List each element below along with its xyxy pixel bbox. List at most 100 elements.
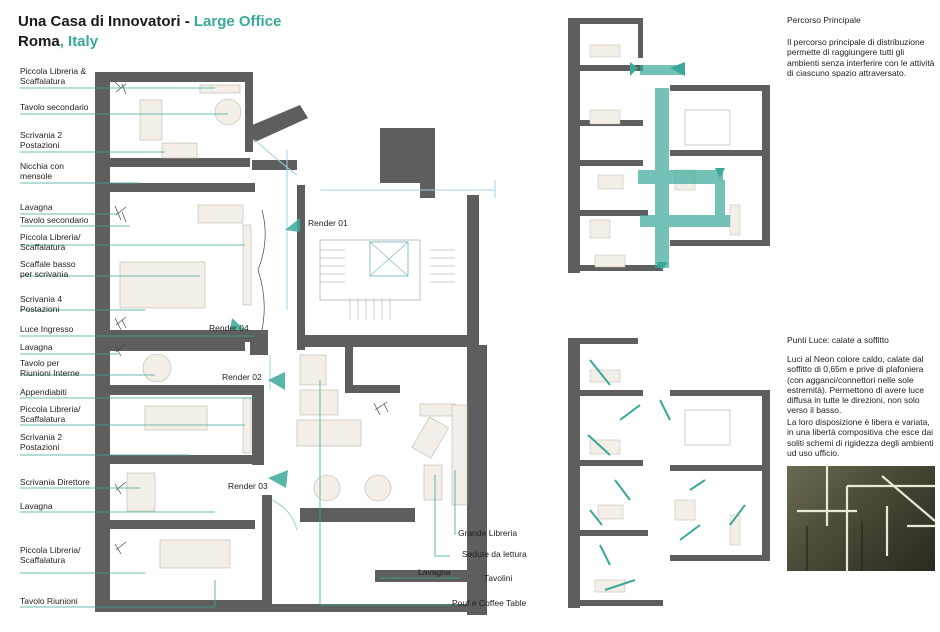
percorso-title: Percorso Principale xyxy=(787,15,861,25)
label-pouf-coffee-table: Pouf e Coffee Table xyxy=(452,598,527,608)
plant xyxy=(114,541,127,555)
wall xyxy=(467,195,479,365)
shelf xyxy=(242,397,252,454)
render-04-label: Render 04 xyxy=(209,323,249,333)
label-grande-libreria: Grande Libreria xyxy=(458,528,518,538)
render-01-label: Render 01 xyxy=(308,218,348,228)
wall xyxy=(345,385,400,393)
luci-text-2: La loro disposizione è libera e variata,… xyxy=(787,417,934,458)
percorso-text: Il percorso principale di distribuzione … xyxy=(787,37,935,78)
wall xyxy=(297,335,479,347)
page-subtitle: Roma, Italy xyxy=(18,33,98,51)
label-tavolo-secondario-2: Tavolo secondario xyxy=(20,215,89,225)
stair-void xyxy=(369,241,409,277)
wall xyxy=(262,495,272,612)
render-markers xyxy=(230,218,300,488)
label-scrivania-4-postazioni: Scrivania 4 Postazioni xyxy=(20,294,63,314)
label-scrivania-2-postazioni-2: Scrivania 2 Postazioni xyxy=(20,432,63,452)
neon-photo-lines xyxy=(797,466,935,571)
chair xyxy=(299,354,327,386)
neon-light-photo xyxy=(787,466,935,571)
plant xyxy=(373,401,389,416)
wall xyxy=(262,604,472,612)
plant xyxy=(114,481,127,495)
lounge-chair xyxy=(423,464,443,501)
wall xyxy=(245,105,308,142)
sofa xyxy=(296,419,362,447)
wall xyxy=(95,600,270,612)
main-plan xyxy=(20,72,496,615)
meeting-table xyxy=(159,539,231,569)
wall xyxy=(95,158,250,167)
label-piccola-libreria-2: Piccola Libreria/ Scaffalatura xyxy=(20,232,81,252)
wall xyxy=(420,128,435,198)
meeting-table xyxy=(142,353,172,383)
plant xyxy=(114,316,127,331)
subtitle-city: Roma xyxy=(18,33,60,50)
desk xyxy=(139,99,163,141)
luci-title: Punti Luce: calate a soffitto xyxy=(787,335,889,345)
wall xyxy=(250,330,268,355)
label-sedute-lettura: Sedute da lettura xyxy=(462,549,527,559)
shelf xyxy=(419,403,456,417)
title-accent: Large Office xyxy=(193,13,282,30)
wall xyxy=(300,508,415,522)
label-tavolo-secondario-1: Tavolo secondario xyxy=(20,102,89,112)
render-03-label: Render 03 xyxy=(228,481,268,491)
label-tavolo-riunioni-interne: Tavolo per Riunioni Interne xyxy=(20,358,80,378)
label-lavagna-3: Lavagna xyxy=(20,501,53,511)
desk xyxy=(161,142,198,159)
wall xyxy=(95,520,255,529)
shelf xyxy=(197,204,244,224)
label-appendiabiti: Appendiabiti xyxy=(20,387,67,397)
low-shelf xyxy=(242,224,252,306)
wall xyxy=(95,385,255,395)
lighting-plan xyxy=(568,338,770,608)
label-scaffale-basso: Scaffale basso per scrivania xyxy=(20,259,76,279)
label-piccola-libreria-4: Piccola Libreria/ Scaffalatura xyxy=(20,545,81,565)
subtitle-country: , Italy xyxy=(59,33,99,50)
leader-lines xyxy=(20,87,460,608)
wall xyxy=(345,345,353,393)
plant xyxy=(257,209,266,331)
label-piccola-libreria-3: Piccola Libreria/ Scaffalatura xyxy=(20,404,81,424)
wall xyxy=(297,185,305,350)
label-piccola-libreria-1: Piccola Libreria & Scaffalatura xyxy=(20,66,87,86)
pouf xyxy=(299,389,339,416)
label-luce-ingresso: Luce Ingresso xyxy=(20,324,74,334)
wall xyxy=(252,385,264,465)
label-lavagna-right: Lavagna xyxy=(418,567,451,577)
label-scrivania-2-postazioni-1: Scrivania 2 Postazioni xyxy=(20,130,63,150)
coffee-table xyxy=(313,474,341,502)
circulation-plan xyxy=(568,18,770,273)
desk xyxy=(144,405,208,431)
label-tavolo-riunioni: Tavolo Riunioni xyxy=(20,596,78,606)
desk-4 xyxy=(119,261,206,309)
wall xyxy=(245,72,253,152)
director-desk xyxy=(126,472,156,512)
wall xyxy=(375,570,487,582)
lounge-chair xyxy=(411,416,449,459)
coffee-table xyxy=(364,474,392,502)
plant xyxy=(114,343,127,357)
wall xyxy=(95,183,255,192)
wall xyxy=(467,345,487,615)
title-main: Una Casa di Innovatori - xyxy=(18,13,194,30)
luci-text-1: Luci al Neon colore caldo, calate dal so… xyxy=(787,354,925,416)
render-02-label: Render 02 xyxy=(222,372,262,382)
round-table xyxy=(214,98,242,126)
wall xyxy=(95,342,245,351)
large-bookcase xyxy=(451,404,468,506)
neon-lights xyxy=(587,359,746,591)
wall xyxy=(95,72,250,82)
page-title: Una Casa di Innovatori - Large Office xyxy=(18,13,281,31)
wall xyxy=(95,455,255,464)
label-nicchia-mensole: Nicchia con mensole xyxy=(20,161,64,181)
label-tavolini: Tavolini xyxy=(484,573,513,583)
wall xyxy=(252,160,297,170)
label-lavagna-2: Lavagna xyxy=(20,342,53,352)
stair-outline xyxy=(319,239,421,301)
label-lavagna-1: Lavagna xyxy=(20,202,53,212)
shelf xyxy=(199,84,241,94)
